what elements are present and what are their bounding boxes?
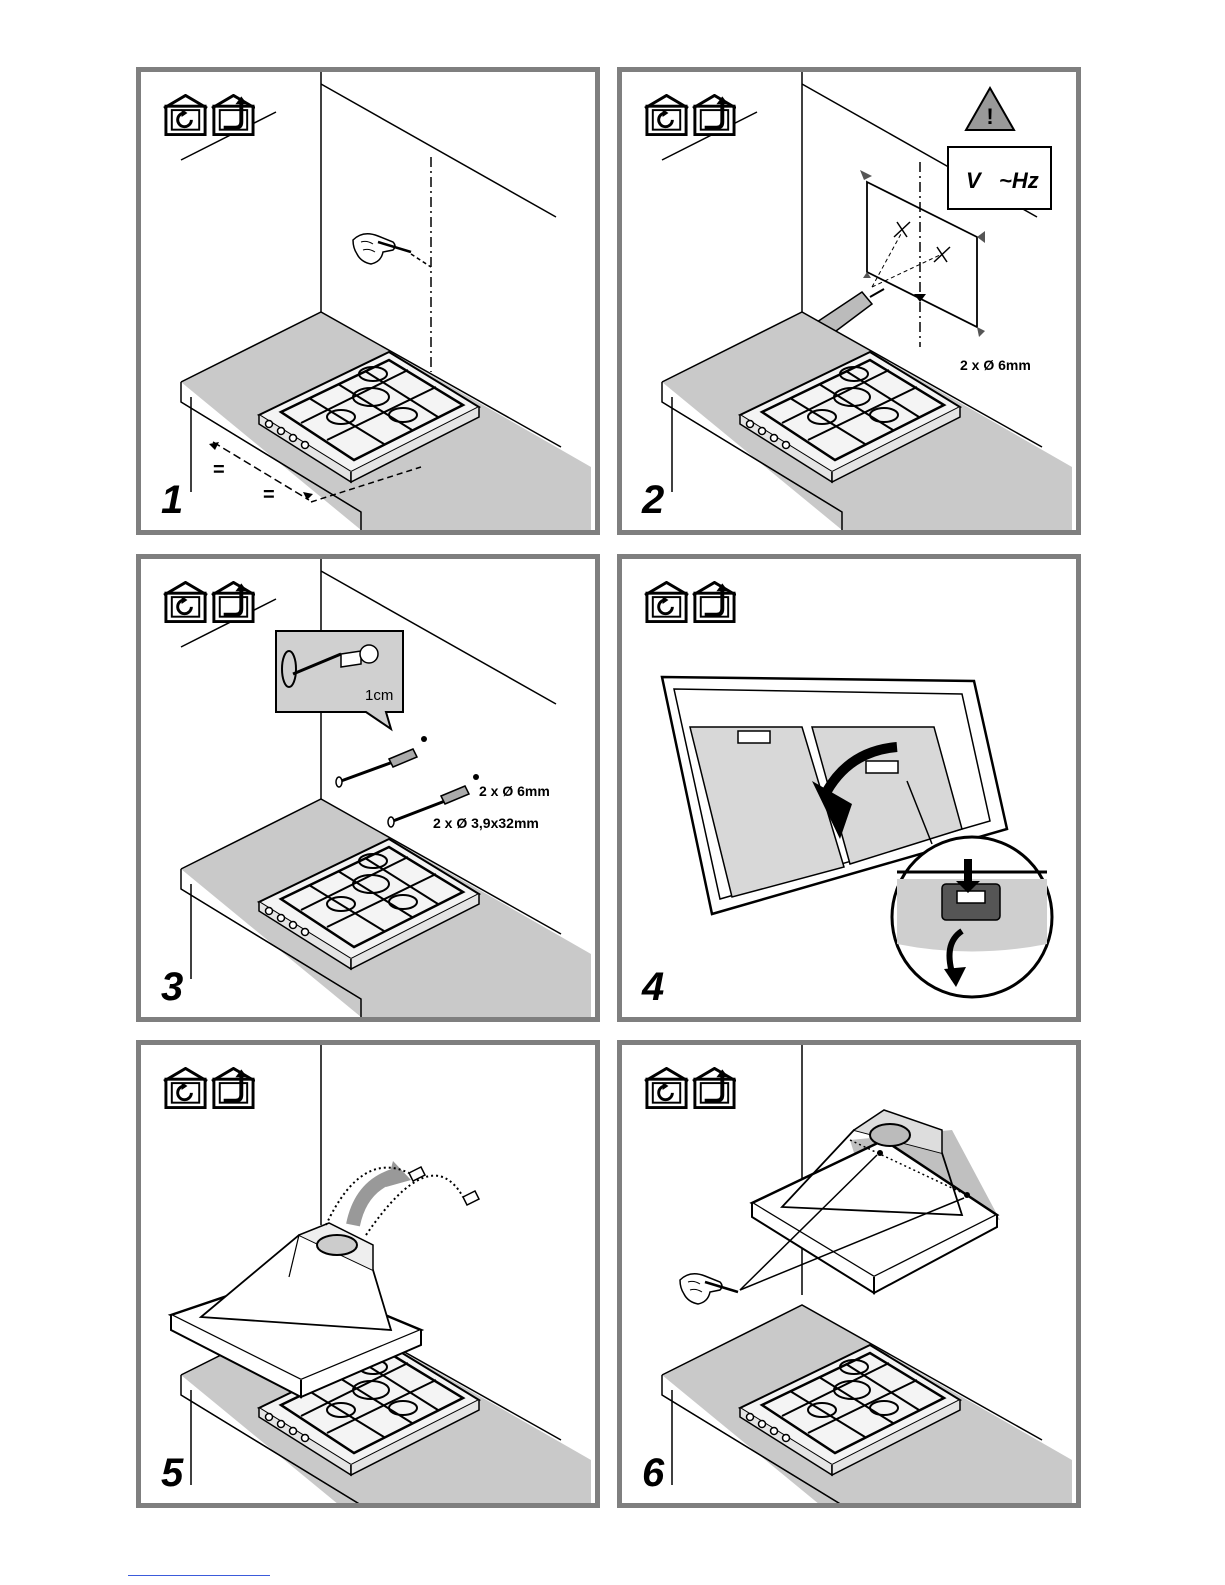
step-1-illustration <box>141 72 595 530</box>
step-3-panel: 1cm 2 x Ø 6mm 2 x Ø 3,9x32mm 3 <box>136 554 600 1022</box>
step-number: 1 <box>161 480 183 520</box>
step-6-panel: 6 <box>617 1040 1081 1508</box>
wall-plug-size-label: 2 x Ø 6mm <box>479 783 550 799</box>
step-2-panel: ! V ~Hz 2 x Ø 6mm 2 <box>617 67 1081 535</box>
mode-icons <box>644 1067 736 1109</box>
detail-1cm-label: 1cm <box>365 687 393 704</box>
screw-detail-callout <box>276 631 403 729</box>
mode-icons <box>644 94 736 136</box>
screw-icons <box>409 1167 479 1205</box>
step-4-illustration <box>622 559 1076 1017</box>
step-number: 6 <box>642 1453 664 1493</box>
screw-size-label: 2 x Ø 3,9x32mm <box>433 815 539 831</box>
voltage-label: V ~Hz <box>966 168 1039 194</box>
step-5-illustration <box>141 1045 595 1503</box>
step-number: 4 <box>642 967 664 1007</box>
svg-text:!: ! <box>986 104 993 129</box>
step-2-illustration: ! <box>622 72 1076 530</box>
step-6-illustration <box>622 1045 1076 1503</box>
footer-link-underline[interactable] <box>128 1575 270 1576</box>
latch-detail-circle <box>892 837 1052 997</box>
equal-mark-right: = <box>263 484 275 507</box>
step-number: 5 <box>161 1453 183 1493</box>
chimney-hood <box>752 1110 1000 1293</box>
equal-mark-left: = <box>213 459 225 482</box>
mode-icons <box>163 94 255 136</box>
mode-icons <box>163 1067 255 1109</box>
step-number: 2 <box>642 480 664 520</box>
hand-pencil-icon <box>353 234 411 264</box>
drill-size-label: 2 x Ø 6mm <box>960 357 1031 373</box>
step-number: 3 <box>161 967 183 1007</box>
step-4-panel: 4 <box>617 554 1081 1022</box>
mode-icons <box>644 581 736 623</box>
step-1-panel: = = 1 <box>136 67 600 535</box>
step-5-panel: 5 <box>136 1040 600 1508</box>
screw-and-plug-icons <box>336 736 479 827</box>
hand-pencil-icon <box>680 1274 738 1304</box>
mode-icons <box>163 581 255 623</box>
